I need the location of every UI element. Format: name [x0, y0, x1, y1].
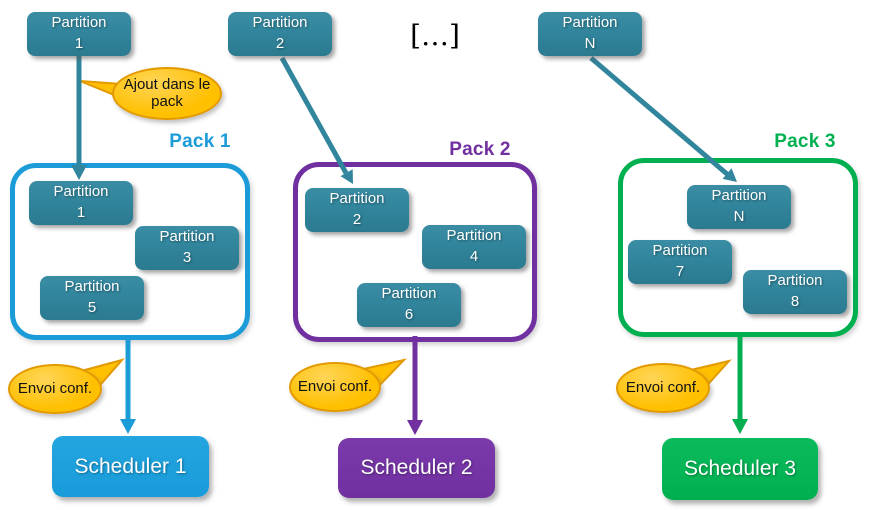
pack2-partition-4: Partition 4: [422, 225, 526, 269]
partition-number: 2: [275, 34, 285, 52]
pack2-partition-6: Partition 6: [357, 283, 461, 327]
partition-number: 8: [790, 292, 800, 310]
pack2-partition-2: Partition 2: [305, 188, 409, 232]
partition-name: Partition: [53, 183, 109, 200]
pack1-partition-3: Partition 3: [135, 226, 239, 270]
callout-ajout-dans-le-pack: Ajout dans le pack: [112, 67, 222, 120]
arrow-pack1-to-scheduler1: [120, 335, 136, 434]
partition-2-source: Partition 2: [228, 12, 332, 56]
partition-number: 1: [74, 34, 84, 52]
partition-1-source: Partition 1: [27, 12, 131, 56]
scheduler-2-box: Scheduler 2: [338, 438, 495, 498]
partition-number: 3: [182, 248, 192, 266]
partition-number: 2: [352, 210, 362, 228]
partition-name: Partition: [381, 285, 437, 302]
scheduler-3-box: Scheduler 3: [662, 438, 818, 500]
pack1-partition-1: Partition 1: [29, 181, 133, 225]
pack3-label: Pack 3: [774, 131, 836, 152]
callout-envoi-conf-1: Envoi conf.: [8, 364, 102, 414]
partition-name: Partition: [446, 227, 502, 244]
partition-name: Partition: [329, 190, 385, 207]
pack3-partition-7: Partition 7: [628, 240, 732, 284]
partition-number: N: [584, 34, 596, 52]
arrow-pack2-to-scheduler2: [407, 336, 423, 435]
pack1-partition-5: Partition 5: [40, 276, 144, 320]
partition-name: Partition: [767, 272, 823, 289]
ellipsis-more-partitions: […]: [410, 19, 460, 52]
arrow-partition1-to-pack1: [71, 56, 87, 180]
pack2-label: Pack 2: [449, 139, 511, 160]
scheduler-1-box: Scheduler 1: [52, 436, 209, 497]
partition-name: Partition: [711, 187, 767, 204]
partition-name: Partition: [51, 14, 107, 31]
partition-number: 6: [404, 305, 414, 323]
callout-envoi-conf-3: Envoi conf.: [616, 363, 710, 413]
partition-name: Partition: [64, 278, 120, 295]
partition-number: 7: [675, 262, 685, 280]
partition-N-source: Partition N: [538, 12, 642, 56]
partition-name: Partition: [159, 228, 215, 245]
partition-name: Partition: [652, 242, 708, 259]
partition-number: N: [733, 207, 745, 225]
callout-envoi-conf-2: Envoi conf.: [289, 362, 381, 412]
partition-name: Partition: [562, 14, 618, 31]
arrow-pack3-to-scheduler3: [732, 332, 748, 434]
partition-number: 1: [76, 203, 86, 221]
pack3-partition-8: Partition 8: [743, 270, 847, 314]
pack1-label: Pack 1: [169, 131, 231, 152]
partition-number: 5: [87, 298, 97, 316]
partition-name: Partition: [252, 14, 308, 31]
pack3-partition-N: Partition N: [687, 185, 791, 229]
partition-number: 4: [469, 247, 479, 265]
